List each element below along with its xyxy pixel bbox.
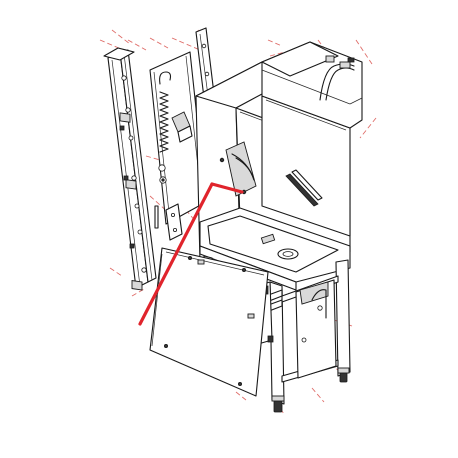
lower-tank — [199, 207, 351, 291]
foot-right — [339, 371, 348, 383]
foot-left — [273, 399, 283, 413]
left-frame-rail — [103, 47, 157, 291]
front-access-panel — [149, 247, 269, 397]
upper-hood — [261, 41, 363, 129]
tension-spring — [159, 91, 169, 153]
spring-mounting-plate — [149, 51, 207, 241]
door-handle — [285, 173, 319, 207]
part-pointer — [138, 182, 244, 326]
